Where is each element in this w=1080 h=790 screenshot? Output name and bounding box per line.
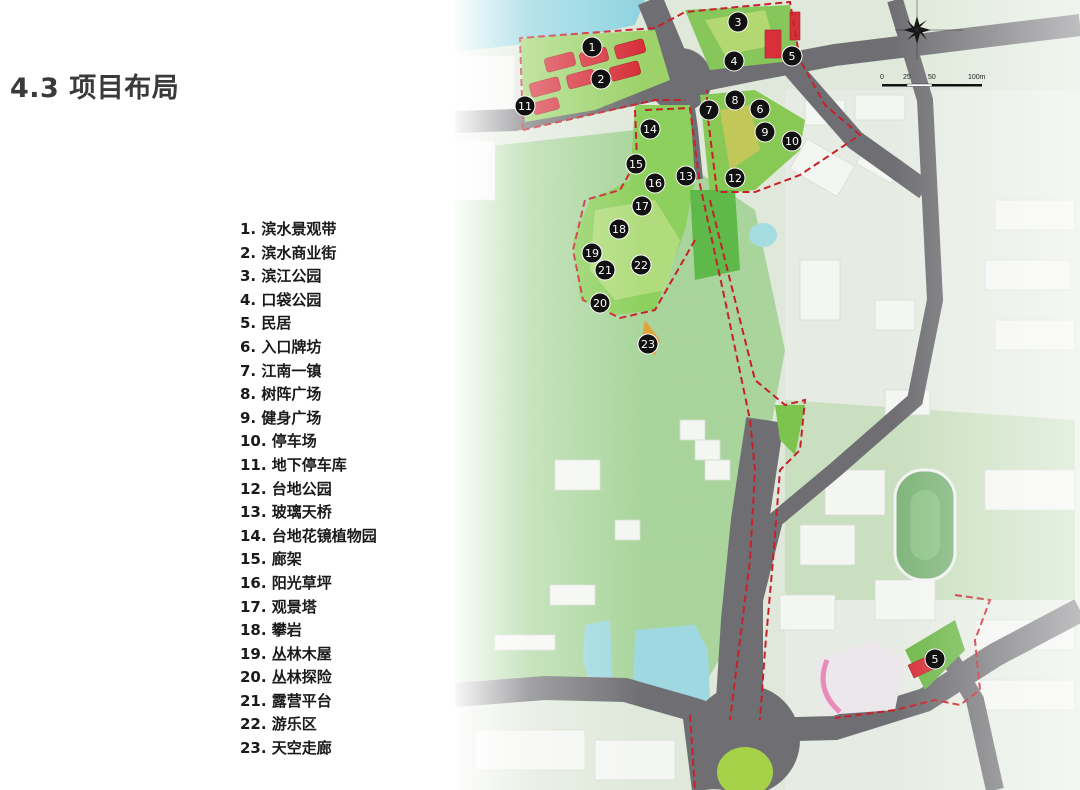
legend-item: 15. 廊架 (240, 550, 302, 569)
svg-text:3: 3 (735, 16, 742, 29)
map-marker-12: 12 (724, 167, 746, 189)
svg-text:14: 14 (643, 123, 657, 136)
svg-text:2: 2 (598, 73, 605, 86)
svg-text:22: 22 (634, 259, 648, 272)
legend-item: 11. 地下停车库 (240, 455, 347, 474)
map-marker-19: 19 (581, 242, 603, 264)
map-marker-17: 17 (631, 195, 653, 217)
legend-item: 14. 台地花镜植物园 (240, 526, 377, 545)
scale-label-50: 50 (928, 74, 936, 81)
map-marker-8: 8 (724, 89, 746, 111)
legend-item: 10. 停车场 (240, 432, 317, 451)
map-marker-21: 21 (594, 259, 616, 281)
map-marker-23: 23 (637, 333, 659, 355)
legend-item: 3. 滨江公园 (240, 267, 322, 286)
map-marker-2: 2 (590, 68, 612, 90)
map-marker-4: 4 (723, 50, 745, 72)
svg-text:10: 10 (785, 135, 799, 148)
svg-text:18: 18 (612, 223, 626, 236)
legend-item: 8. 树阵广场 (240, 385, 322, 404)
scale-label-25: 25 (903, 74, 911, 81)
map-marker-22: 22 (630, 254, 652, 276)
svg-text:15: 15 (629, 158, 643, 171)
map-marker-7: 7 (698, 99, 720, 121)
svg-text:8: 8 (732, 94, 739, 107)
legend-item: 19. 丛林木屋 (240, 644, 332, 663)
legend-item: 20. 丛林探险 (240, 668, 332, 687)
svg-text:9: 9 (762, 126, 769, 139)
map-marker-18: 18 (608, 218, 630, 240)
map-marker-5: 5 (781, 45, 803, 67)
legend-item: 16. 阳光草坪 (240, 573, 332, 592)
svg-text:19: 19 (585, 247, 599, 260)
map-marker-16: 16 (644, 172, 666, 194)
map-marker-10: 10 (781, 130, 803, 152)
legend-item: 21. 露营平台 (240, 691, 332, 710)
svg-text:5: 5 (789, 50, 796, 63)
map-marker-5: 5 (924, 648, 946, 670)
map-marker-11: 11 (514, 95, 536, 117)
legend-item: 4. 口袋公园 (240, 290, 322, 309)
legend-item: 7. 江南一镇 (240, 361, 322, 380)
page-title: 4.3 项目布局 (10, 73, 180, 104)
svg-text:1: 1 (589, 41, 596, 54)
svg-text:7: 7 (706, 104, 713, 117)
map-marker-13: 13 (675, 165, 697, 187)
svg-text:13: 13 (679, 170, 693, 183)
svg-text:20: 20 (593, 297, 607, 310)
legend-item: 6. 入口牌坊 (240, 337, 322, 356)
svg-text:6: 6 (757, 103, 764, 116)
map-marker-1: 1 (581, 36, 603, 58)
svg-text:17: 17 (635, 200, 649, 213)
legend-item: 18. 攀岩 (240, 621, 302, 640)
legend-item: 23. 天空走廊 (240, 739, 332, 758)
legend-item: 13. 玻璃天桥 (240, 503, 332, 522)
map-marker-20: 20 (589, 292, 611, 314)
compass-rose-icon (895, 0, 963, 60)
svg-text:4: 4 (731, 55, 738, 68)
scale-label-100m: 100m (968, 74, 986, 81)
legend-item: 9. 健身广场 (240, 408, 322, 427)
svg-text:11: 11 (518, 100, 532, 113)
scale-bar (882, 83, 982, 87)
legend-item: 17. 观景塔 (240, 597, 317, 616)
map-marker-6: 6 (749, 98, 771, 120)
legend-item: 1. 滨水景观带 (240, 220, 337, 238)
legend-item: 22. 游乐区 (240, 715, 317, 734)
map-marker-15: 15 (625, 153, 647, 175)
svg-text:16: 16 (648, 177, 662, 190)
map-marker-3: 3 (727, 11, 749, 33)
legend-item: 2. 滨水商业街 (240, 243, 337, 262)
legend-list: 1. 滨水景观带 2. 滨水商业街 3. 滨江公园 4. 口袋公园 5. 民居 … (240, 218, 377, 761)
svg-text:21: 21 (598, 264, 612, 277)
legend-item: 5. 民居 (240, 314, 292, 333)
svg-text:12: 12 (728, 172, 742, 185)
svg-text:5: 5 (932, 653, 939, 666)
map-marker-9: 9 (754, 121, 776, 143)
map-marker-14: 14 (639, 118, 661, 140)
legend-item: 12. 台地公园 (240, 479, 332, 498)
scale-label-0: 0 (880, 74, 884, 81)
svg-text:23: 23 (641, 338, 655, 351)
